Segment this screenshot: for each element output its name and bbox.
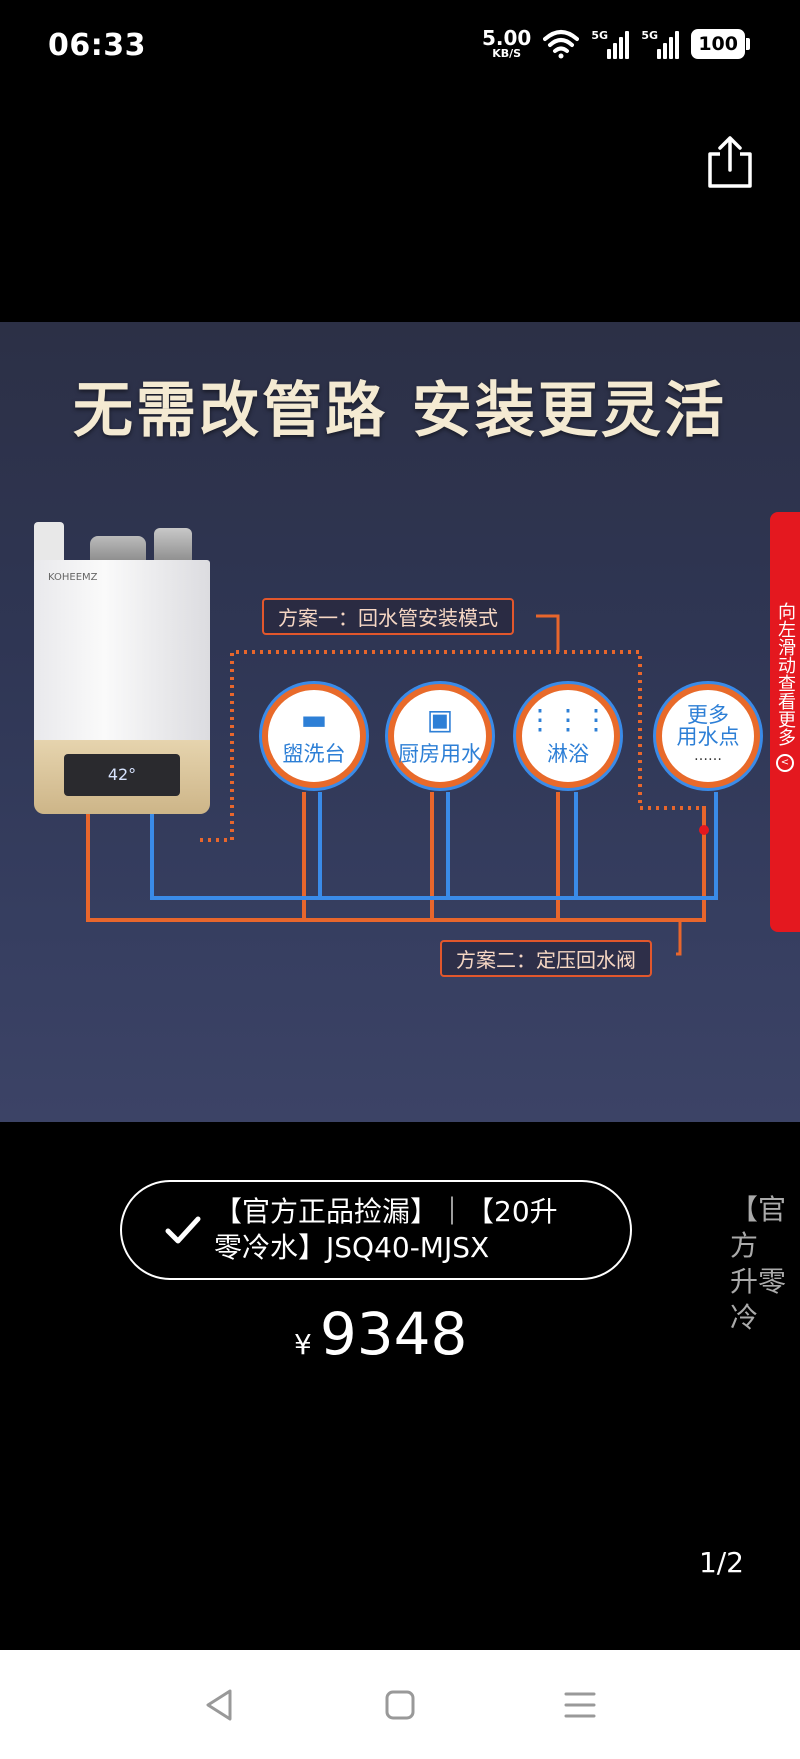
heater-display: 42° bbox=[64, 754, 180, 796]
system-nav-bar bbox=[0, 1650, 800, 1759]
water-heater-image: KOHEEMZ 42° bbox=[34, 528, 210, 820]
signal-1-label: 5G bbox=[591, 28, 609, 42]
clock: 06:33 bbox=[48, 28, 146, 63]
variant-title: 【官方正品捡漏】｜【20升零冷水】JSQ40-MJSX bbox=[214, 1195, 558, 1264]
home-icon[interactable] bbox=[380, 1685, 420, 1725]
image-headline: 无需改管路 安装更灵活 bbox=[73, 376, 727, 446]
swipe-left-more-label: 向左滑动查看更多 bbox=[775, 602, 796, 746]
network-speed-value: 5.00 bbox=[481, 26, 532, 50]
plan-one-label: 方案一：回水管安装模式 bbox=[262, 598, 514, 635]
pipe-diagram bbox=[86, 614, 718, 956]
more-line-2: 用水点 bbox=[676, 725, 740, 750]
chevron-left-icon: < bbox=[776, 754, 794, 772]
signal-icon: 5G bbox=[591, 28, 630, 59]
price: ¥ 9348 bbox=[294, 1300, 467, 1368]
heater-brand: KOHEEMZ bbox=[48, 572, 98, 583]
water-point-sink: ▬ 盥洗台 bbox=[262, 684, 366, 788]
network-speed: 5.00 KB/S bbox=[482, 28, 531, 59]
kitchen-faucet-icon: ▣ bbox=[426, 703, 454, 736]
back-icon[interactable] bbox=[200, 1685, 240, 1725]
product-image[interactable]: 无需改管路 安装更灵活 KOHEEMZ 42° 方案一：回水管安装模式 方案二：… bbox=[0, 322, 800, 1122]
swipe-left-more-tab[interactable]: 向左滑动查看更多 < bbox=[770, 512, 800, 932]
water-point-label: 厨房用水 bbox=[398, 742, 482, 766]
water-point-label: 盥洗台 bbox=[282, 742, 346, 766]
checkmark-icon bbox=[165, 1216, 201, 1244]
water-point-label: 更多 用水点 bbox=[662, 704, 754, 748]
page-indicator: 1/2 bbox=[698, 1546, 744, 1579]
share-icon[interactable] bbox=[704, 134, 756, 190]
signal-icon: 5G bbox=[641, 28, 680, 59]
more-icon: …… bbox=[694, 748, 722, 765]
next-variant-peek[interactable]: 【官方 升零冷 bbox=[730, 1193, 787, 1334]
water-point-more: 更多 用水点 …… bbox=[656, 684, 760, 788]
water-point-label: 淋浴 bbox=[547, 742, 589, 766]
shower-icon: ⋮⋮⋮ bbox=[526, 703, 610, 736]
more-line-1: 更多 bbox=[687, 703, 729, 727]
menu-icon[interactable] bbox=[560, 1685, 600, 1725]
network-speed-unit: KB/S bbox=[492, 47, 522, 60]
water-point-shower: ⋮⋮⋮ 淋浴 bbox=[516, 684, 620, 788]
status-icons: 5.00 KB/S 5G 5G 100 bbox=[482, 28, 750, 59]
water-point-kitchen: ▣ 厨房用水 bbox=[388, 684, 492, 788]
selected-variant-chip[interactable]: 【官方正品捡漏】｜【20升零冷水】JSQ40-MJSX bbox=[120, 1180, 632, 1280]
status-bar: 06:33 5.00 KB/S 5G 5G 100 bbox=[0, 0, 800, 96]
plan-two-label: 方案二：定压回水阀 bbox=[440, 940, 652, 977]
battery-level: 100 bbox=[691, 28, 745, 59]
battery-icon: 100 bbox=[691, 28, 750, 59]
price-value: 9348 bbox=[319, 1300, 468, 1368]
wifi-icon bbox=[543, 29, 580, 58]
currency-symbol: ¥ bbox=[294, 1328, 312, 1361]
sink-icon: ▬ bbox=[300, 703, 328, 736]
signal-2-label: 5G bbox=[641, 28, 659, 42]
